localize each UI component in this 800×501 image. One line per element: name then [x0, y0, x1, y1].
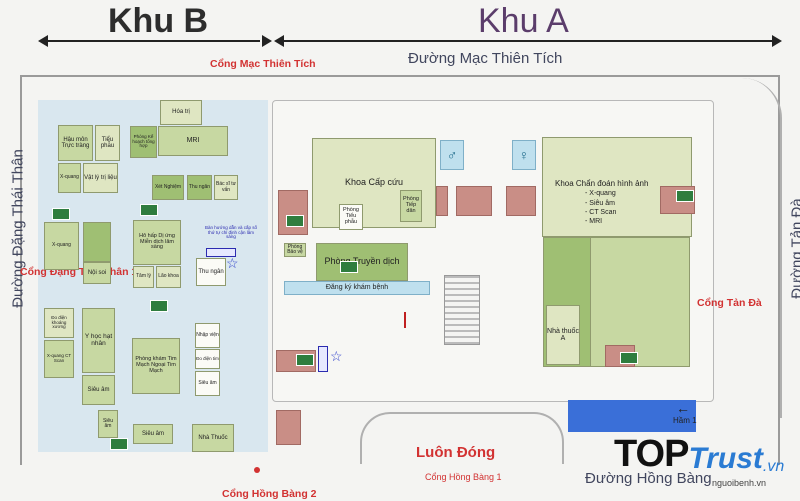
room-truyen-dich: Phòng Truyền dịch — [316, 243, 408, 281]
exit-sign-icon — [110, 438, 128, 450]
pink-block — [456, 186, 492, 216]
gate-hong-bang-1: Cổng Hồng Bàng 1 — [425, 472, 502, 482]
counters-a — [318, 346, 328, 372]
gate-mac-thien-tich: Cổng Mạc Thiên Tích — [210, 58, 316, 70]
room-dang-ky: Đăng ký khám bệnh — [284, 281, 430, 295]
info-desk-label: Bàn hướng dẫn và cấp số thứ tự chỉ định … — [205, 225, 257, 240]
watermark-trust: Trust — [688, 442, 763, 475]
exit-sign-icon — [140, 204, 158, 216]
room-xquang-ct: X-quang CT Scan — [44, 340, 74, 378]
you-are-here-star-a: ☆ — [330, 348, 343, 364]
room-nhap-vien: Nhập viện — [195, 323, 220, 348]
room-ho-hap: Hô hấp Dị ứng Miễn dịch lâm sàng — [133, 220, 181, 265]
zone-b-arrow-left — [38, 35, 48, 47]
room-noi-soi: Nội soi — [83, 262, 111, 284]
chan-doan-item: - MRI — [585, 218, 603, 226]
room-nha-thuoc-a: Nhà thuốc A — [546, 305, 580, 365]
room-tieu-phau-b: Tiểu phẫu — [95, 125, 120, 161]
street-left: Đường Đặng Thái Thân — [9, 149, 27, 308]
zone-b-arrow — [45, 40, 260, 42]
restroom-female-icon: ♀ — [518, 146, 530, 163]
watermark-top: TOP — [614, 433, 689, 475]
room-thu-ngan-b2: Thu ngân — [196, 258, 226, 286]
room-tieu-phau-a: Phòng Tiểu phẫu — [339, 204, 363, 230]
zone-a-arrow — [282, 40, 772, 42]
road-outline-top — [20, 75, 780, 77]
ham-1-ramp — [568, 400, 696, 432]
restroom-male-icon: ♂ — [446, 146, 458, 163]
room-xquang-b: X-quang — [58, 163, 81, 193]
watermark-logo: TOP Trust .vn — [614, 430, 784, 476]
restroom-1[interactable]: ♂ — [440, 140, 464, 170]
chan-doan-item: - Siêu âm — [585, 199, 615, 207]
room-yhoc: Y học hạt nhân — [82, 308, 115, 373]
street-right: Đường Tản Đà — [788, 198, 800, 299]
zone-title-b: Khu B — [108, 2, 209, 40]
room-phong-bao-ve: Phòng Bảo vệ — [284, 243, 306, 257]
road-curve-right — [700, 78, 782, 418]
info-desk-counters — [206, 248, 236, 257]
room-ke-hoach: Phòng Kế hoạch tổng hợp — [130, 126, 157, 158]
you-are-here-star-b: ☆ — [226, 255, 239, 271]
exit-sign-icon — [676, 190, 694, 202]
room-phong-kham-tim: Phòng khám Tim Mạch Ngoại Tim Mạch — [132, 338, 180, 394]
ham-1-arrow: ← — [676, 400, 690, 416]
exit-sign-icon — [52, 208, 70, 220]
room-sieu-am-b2: Siêu âm — [195, 371, 220, 396]
pink-block — [436, 186, 448, 216]
room-sieu-am-b1: Siêu âm — [82, 375, 115, 405]
room-xquang-b2: X-quang — [44, 222, 79, 270]
room-xet-nghiem: Xét Nghiệm — [152, 175, 184, 200]
room-lao-khoa: Lão khoa — [156, 266, 181, 288]
zone-b-arrow-right — [262, 35, 272, 47]
road-outline-left — [20, 75, 22, 465]
road-curve-bottom — [360, 412, 564, 464]
pink-block — [276, 410, 301, 445]
street-bottom: Đường Hồng Bàng — [585, 470, 712, 487]
stairs — [444, 275, 480, 345]
gate-hong-bang-2: Cổng Hồng Bàng 2 — [222, 488, 317, 500]
room-sieu-am-b3: Siêu âm — [98, 410, 118, 438]
pink-block — [506, 186, 536, 216]
entrance-marker — [404, 312, 410, 328]
zone-title-a: Khu A — [478, 2, 569, 40]
pink-block — [278, 190, 308, 235]
chan-doan-item: - X-quang — [585, 190, 616, 198]
room-vat-ly: Vật lý trị liệu — [83, 163, 118, 193]
exit-sign-icon — [340, 261, 358, 273]
room-do-dien: Đo điện khoáng xương — [44, 308, 74, 338]
room-green-block-b — [83, 222, 111, 262]
watermark-vn: .vn — [762, 458, 785, 475]
gate-luon-dong: Luôn Đóng — [416, 444, 496, 461]
exit-sign-icon — [296, 354, 314, 366]
room-hau-mon: Hậu môn Trực tràng — [58, 125, 93, 161]
street-top: Đường Mạc Thiên Tích — [408, 50, 563, 67]
room-bac-si: Bác sĩ tư vấn — [214, 175, 238, 200]
room-thu-ngan-b1: Thu ngân — [187, 175, 212, 200]
chan-doan-title: Khoa Chẩn đoán hình ảnh — [555, 179, 649, 188]
room-nha-thuoc-b: Nhà Thuốc — [192, 424, 234, 452]
gate-hong-bang-2-dot — [254, 467, 260, 473]
exit-sign-icon — [286, 215, 304, 227]
room-mri-b: MRI — [158, 126, 228, 156]
zone-a-arrow-right — [772, 35, 782, 47]
exit-sign-icon — [620, 352, 638, 364]
road-outline-right — [778, 75, 780, 465]
room-sieu-am-b4: Siêu âm — [133, 424, 173, 444]
room-hoa-tri: Hóa trị — [160, 100, 202, 125]
zone-a-arrow-left — [274, 35, 284, 47]
chan-doan-item: - CT Scan — [585, 209, 617, 217]
watermark-credit: nguoibenh.vn — [712, 478, 767, 488]
ham-1-label: Hầm 1 — [673, 416, 697, 425]
restroom-2[interactable]: ♀ — [512, 140, 536, 170]
room-do-dien-tim: Đo điện tim — [195, 349, 220, 369]
exit-sign-icon — [150, 300, 168, 312]
room-tiep-dan: Phòng Tiếp dân — [400, 190, 422, 222]
room-tam-ly: Tâm lý — [133, 266, 154, 288]
gate-tan-da: Cổng Tản Đà — [697, 297, 762, 309]
